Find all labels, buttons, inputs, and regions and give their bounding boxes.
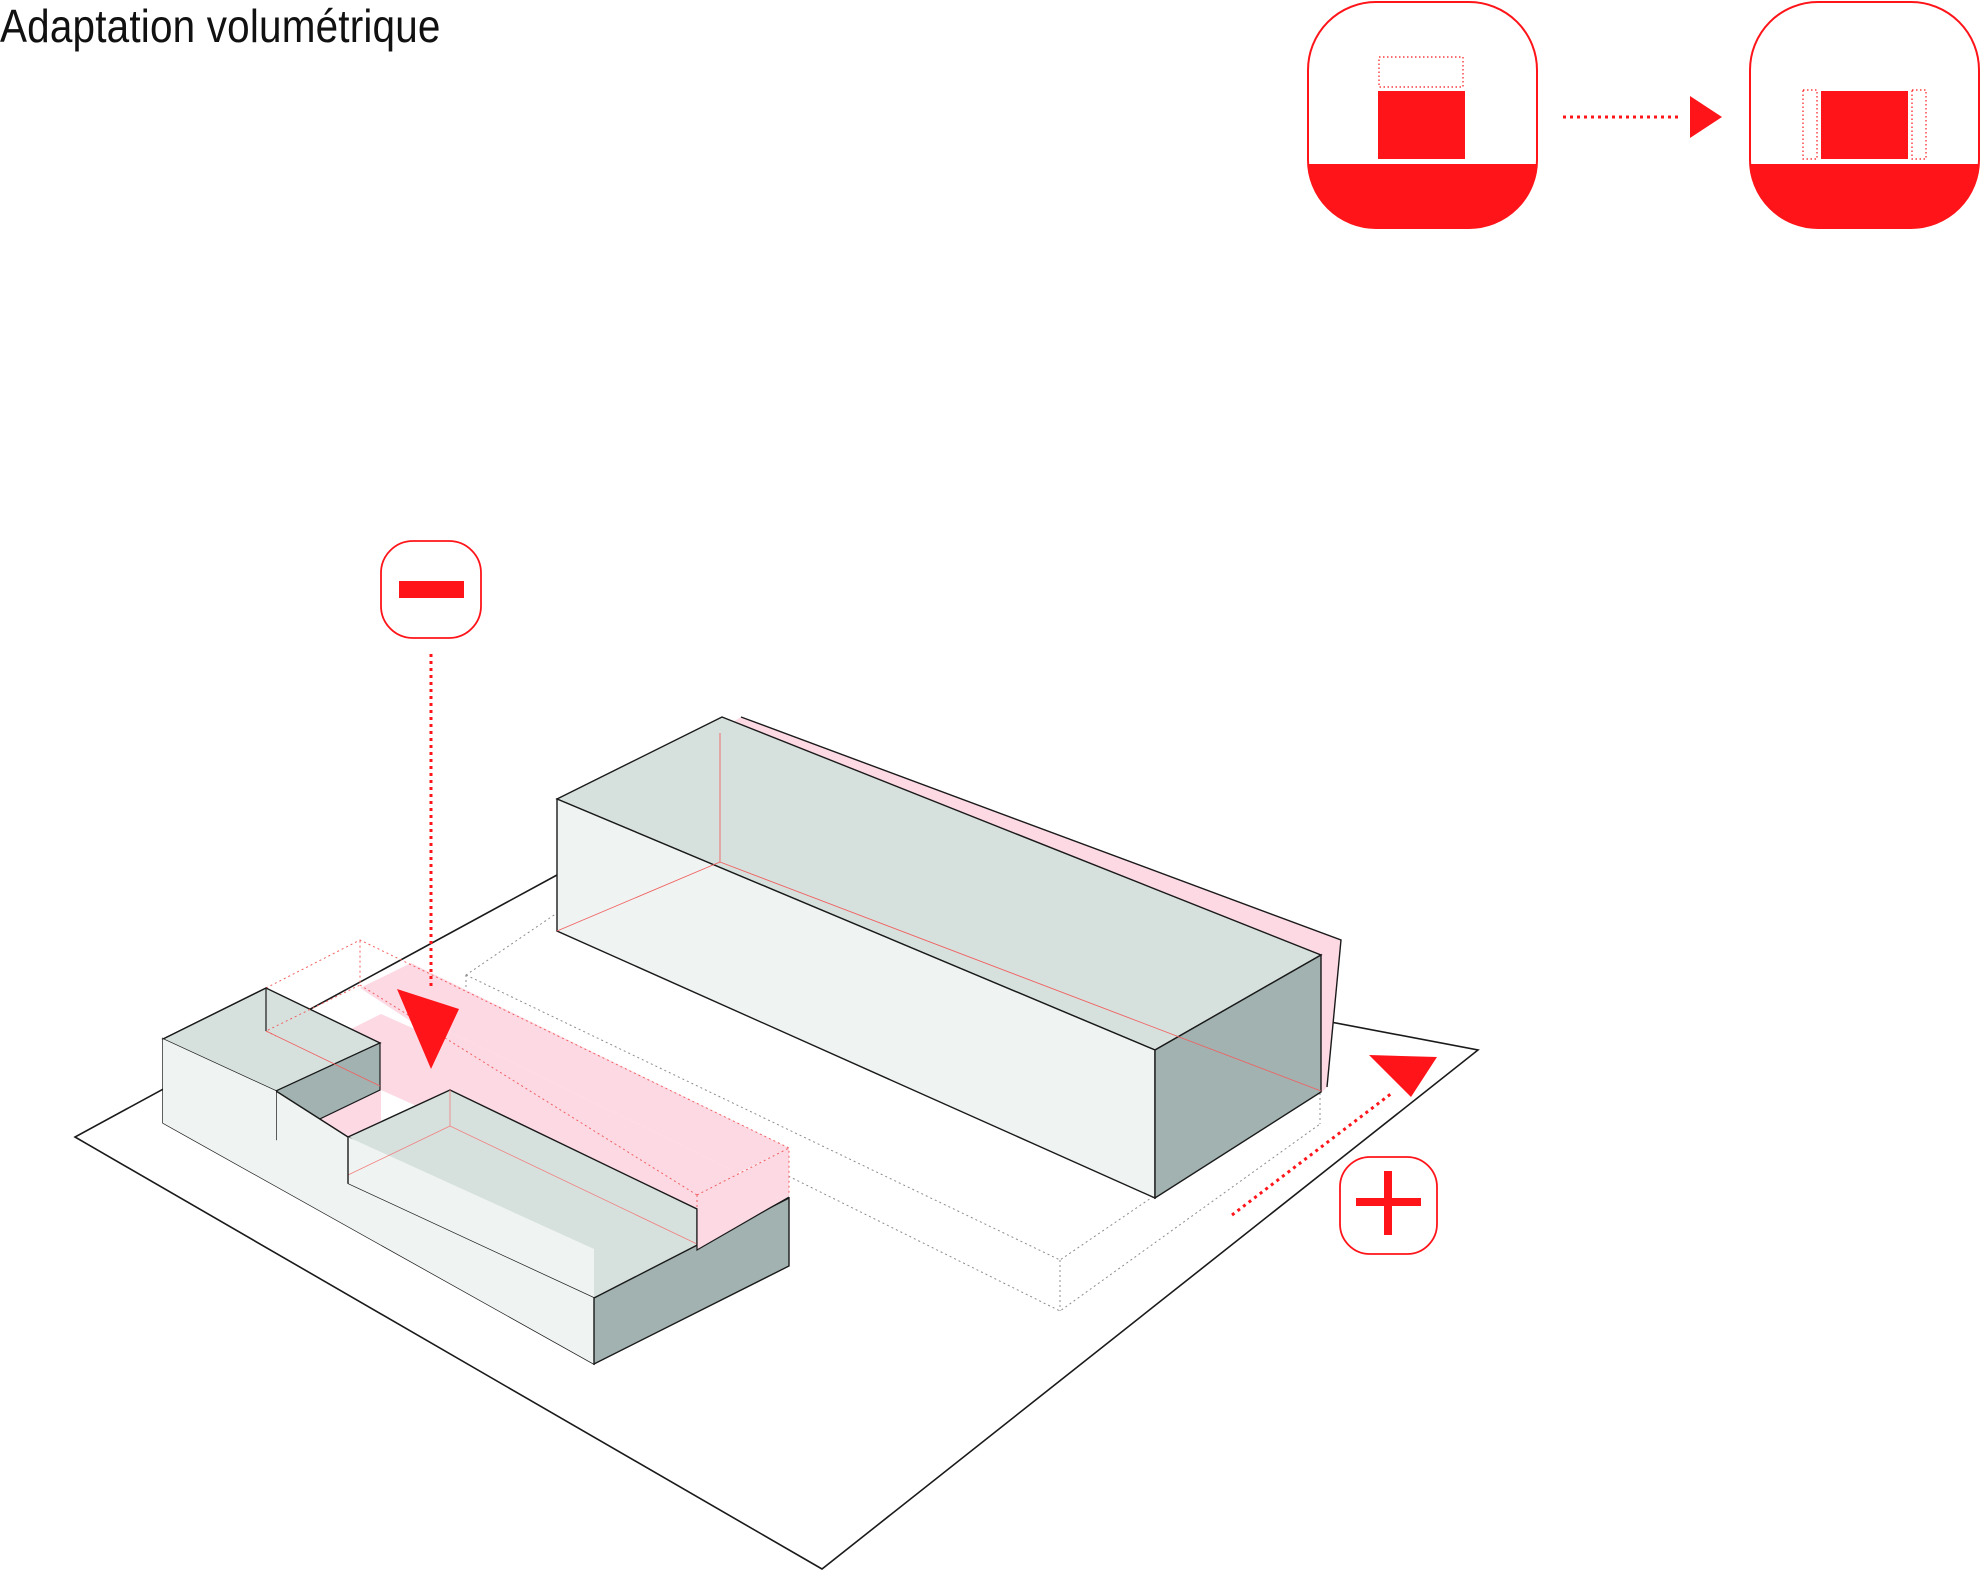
minus-icon [380, 540, 482, 639]
small-building [161, 939, 790, 1366]
page-title: Adaptation volumétrique [0, 0, 441, 52]
legend-after-icon [1749, 1, 1980, 229]
minus-arrow [397, 654, 459, 1069]
dotted-arrow-right-icon [1563, 96, 1722, 138]
plus-arrow [1231, 1055, 1437, 1217]
legend-before-icon [1307, 1, 1538, 229]
plus-icon [1339, 1156, 1438, 1255]
large-building [555, 716, 1342, 1200]
